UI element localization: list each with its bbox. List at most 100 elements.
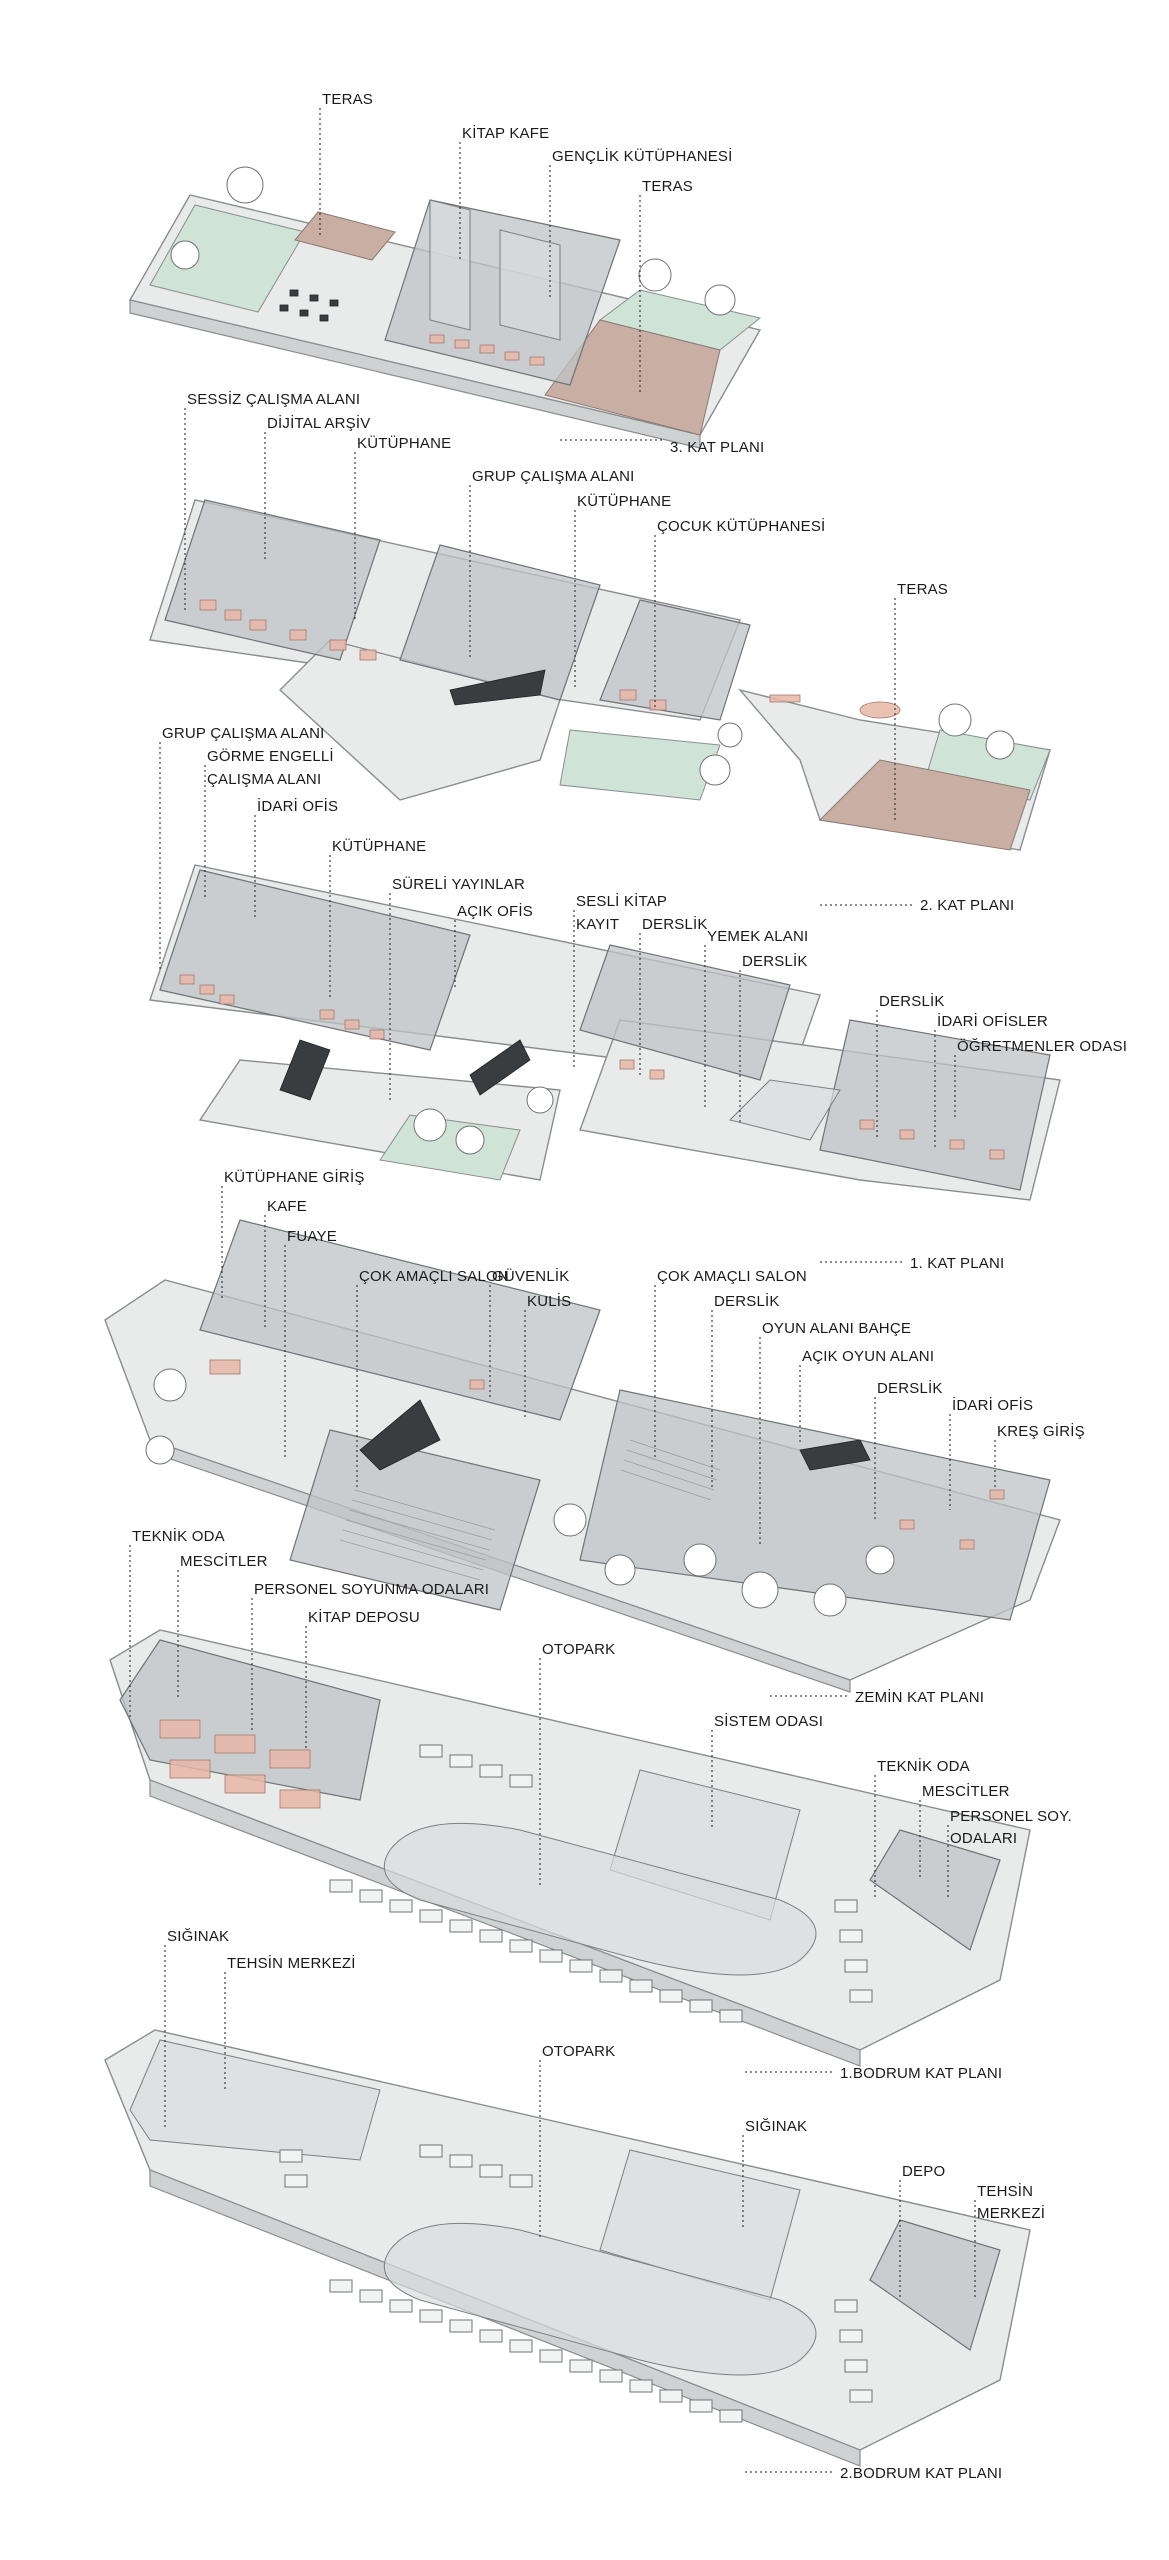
label-derslik-z2: DERSLİK: [877, 1379, 943, 1397]
floor-1-block-a: [159, 869, 471, 1051]
label-derslik-1b: DERSLİK: [742, 952, 808, 970]
label-teras-3a: TERAS: [322, 91, 373, 108]
label-grup-calisma-1: GRUP ÇALIŞMA ALANI: [162, 725, 325, 742]
ground-trees: [145, 1368, 895, 1617]
floor-3-tables: [279, 289, 545, 366]
label-kafe: KAFE: [267, 1198, 307, 1215]
floor-2-labels: SESSİZ ÇALIŞMA ALANI DİJİTAL ARŞİV KÜTÜP…: [184, 390, 1014, 914]
label-mescitler-b1b: MESCİTLER: [922, 1782, 1010, 1800]
floor-2-block-a: [164, 499, 381, 661]
label-cocuk-kutuphanesi: ÇOCUK KÜTÜPHANESİ: [657, 517, 825, 535]
floor-1-block-b: [579, 944, 791, 1081]
ground-labels: KÜTÜPHANE GİRİŞ KAFE FUAYE ÇOK AMAÇLI SA…: [221, 1168, 1085, 1706]
floor-2-terrace: [818, 759, 1031, 851]
ground-nursery-seats: [620, 1439, 721, 1501]
floor-2-dark-stair: [449, 669, 546, 706]
label-idari-ofisler: İDARİ OFİSLER: [937, 1012, 1048, 1030]
floor-3-drawing: [128, 166, 762, 449]
basement-2-drawing: [104, 2029, 1031, 2467]
label-odalari: ODALARI: [950, 1830, 1017, 1847]
basement-1-title: 1.BODRUM KAT PLANI: [840, 2065, 1002, 2082]
floor-1-labels: GRUP ÇALIŞMA ALANI GÖRME ENGELLİ ÇALIŞMA…: [159, 725, 1127, 1272]
label-derslik-z1: DERSLİK: [714, 1292, 780, 1310]
label-siginak-a: SIĞINAK: [167, 1928, 229, 1945]
floor-2-trees: [699, 703, 1015, 786]
label-tehsin-merkezi-a: TEHSİN MERKEZİ: [227, 1954, 356, 1972]
floor-3-labels: TERAS KİTAP KAFE GENÇLİK KÜTÜPHANESİ TER…: [319, 91, 764, 456]
label-otopark-b2: OTOPARK: [542, 2043, 615, 2060]
label-dijital-arsiv: DİJİTAL ARŞİV: [267, 414, 370, 432]
label-yemek-alani: YEMEK ALANI: [707, 928, 808, 945]
label-kutuphane-giris: KÜTÜPHANE GİRİŞ: [224, 1168, 365, 1186]
label-idari-ofis-z: İDARİ OFİS: [952, 1396, 1033, 1414]
floor-2-furniture: [199, 599, 901, 719]
label-kutuphane-1: KÜTÜPHANE: [332, 837, 426, 855]
basement-1-ramp-island: [383, 1822, 817, 1976]
floor-1-stairs: [729, 1079, 841, 1141]
basement-2-cars: [279, 2144, 873, 2423]
label-teknik-oda-b1a: TEKNİK ODA: [132, 1527, 225, 1545]
label-sistem-odasi: SİSTEM ODASI: [714, 1712, 823, 1730]
ground-stage-roof: [359, 1399, 441, 1471]
basement-1-drawing: [109, 1629, 1031, 2067]
ground-hall-left: [289, 1429, 541, 1611]
label-kitap-deposu: KİTAP DEPOSU: [308, 1608, 420, 1626]
label-kayit: KAYIT: [576, 916, 619, 933]
label-depo: DEPO: [902, 2163, 945, 2180]
basement-1-east-rooms: [869, 1829, 1001, 1951]
label-sureli-yayinlar: SÜRELİ YAYINLAR: [392, 875, 525, 893]
label-cok-amacli-salon-a: ÇOK AMAÇLI SALON: [359, 1268, 509, 1285]
label-merkezi: MERKEZİ: [977, 2204, 1045, 2222]
basement-1-book-stacks: [159, 1719, 321, 1809]
label-kutuphane-2a: KÜTÜPHANE: [357, 434, 451, 452]
floor-1-dark-wedge-a: [279, 1039, 331, 1101]
label-otopark-b1: OTOPARK: [542, 1641, 615, 1658]
label-calisma-alani: ÇALIŞMA ALANI: [207, 771, 321, 788]
label-kres-giris: KREŞ GİRİŞ: [997, 1422, 1085, 1440]
floor-3-slab-edge: [129, 299, 701, 449]
label-grup-calisma-2: GRUP ÇALIŞMA ALANI: [472, 468, 635, 485]
label-acik-ofis: AÇIK OFİS: [457, 902, 533, 920]
label-sessiz-calisma: SESSİZ ÇALIŞMA ALANI: [187, 390, 360, 408]
label-kutuphane-2b: KÜTÜPHANE: [577, 492, 671, 510]
label-sesli-kitap: SESLİ KİTAP: [576, 892, 667, 910]
basement-2-labels: SIĞINAK TEHSİN MERKEZİ OTOPARK SIĞINAK D…: [164, 1928, 1045, 2482]
label-personel-soy: PERSONEL SOY.: [950, 1808, 1072, 1825]
floor-1-trees: [413, 1086, 554, 1155]
label-siginak-b: SIĞINAK: [745, 2118, 807, 2135]
floor-3-inner-wall: [429, 199, 471, 331]
label-gorme-engelli: GÖRME ENGELLİ: [207, 747, 334, 765]
label-ogretmenler-odasi: ÖĞRETMENLER ODASI: [957, 1037, 1127, 1055]
label-derslik-1c: DERSLİK: [879, 992, 945, 1010]
ground-furniture: [209, 1359, 1005, 1550]
label-mescitler-b1a: MESCİTLER: [180, 1552, 268, 1570]
label-teras-2: TERAS: [897, 581, 948, 598]
basement-2-title: 2.BODRUM KAT PLANI: [840, 2465, 1002, 2482]
label-kulis: KULİS: [527, 1292, 571, 1310]
basement-1-cars: [329, 1744, 873, 2023]
ground-title: ZEMİN KAT PLANI: [855, 1688, 984, 1706]
floor-3-youth-library: [499, 229, 561, 341]
floor-2-title: 2. KAT PLANI: [920, 897, 1014, 914]
floor-3-trees: [170, 166, 736, 316]
label-genclik-kutuphanesi: GENÇLİK KÜTÜPHANESİ: [552, 147, 733, 165]
ground-dark-canopy: [799, 1439, 871, 1471]
ground-floor-drawing: [104, 1219, 1061, 1693]
label-tehsin: TEHSİN: [977, 2182, 1033, 2200]
label-idari-ofis-1: İDARİ OFİS: [257, 797, 338, 815]
basement-2-west-rooms: [129, 2039, 381, 2161]
label-teknik-oda-b1b: TEKNİK ODA: [877, 1757, 970, 1775]
label-guvenlik: GÜVENLİK: [492, 1267, 569, 1285]
floor-1-furniture: [179, 974, 1005, 1160]
label-derslik-1a: DERSLİK: [642, 915, 708, 933]
floor-1-title: 1. KAT PLANI: [910, 1255, 1004, 1272]
label-cok-amacli-salon-b: ÇOK AMAÇLI SALON: [657, 1268, 807, 1285]
floor-3-title: 3. KAT PLANI: [670, 439, 764, 456]
label-personel-soyunma: PERSONEL SOYUNMA ODALARI: [254, 1581, 489, 1598]
floor-1-dark-wedge-b: [469, 1039, 531, 1096]
label-oyun-alani-bahce: OYUN ALANI BAHÇE: [762, 1320, 911, 1337]
floor-2-block-c: [599, 599, 751, 721]
label-teras-3b: TERAS: [642, 178, 693, 195]
